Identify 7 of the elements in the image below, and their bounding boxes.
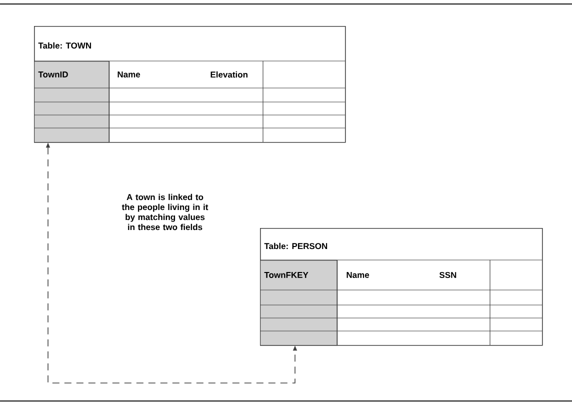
note-text: A town is linked to the people living in it by matching values in these two fields: [122, 194, 208, 230]
column-header: Elevation: [210, 71, 248, 78]
key-column: TownID: [34, 61, 110, 143]
column-header: Name: [118, 72, 140, 78]
key-column: TownFKEY: [260, 260, 338, 346]
column-header: Name: [346, 272, 370, 278]
column-header: SSN: [439, 272, 456, 278]
